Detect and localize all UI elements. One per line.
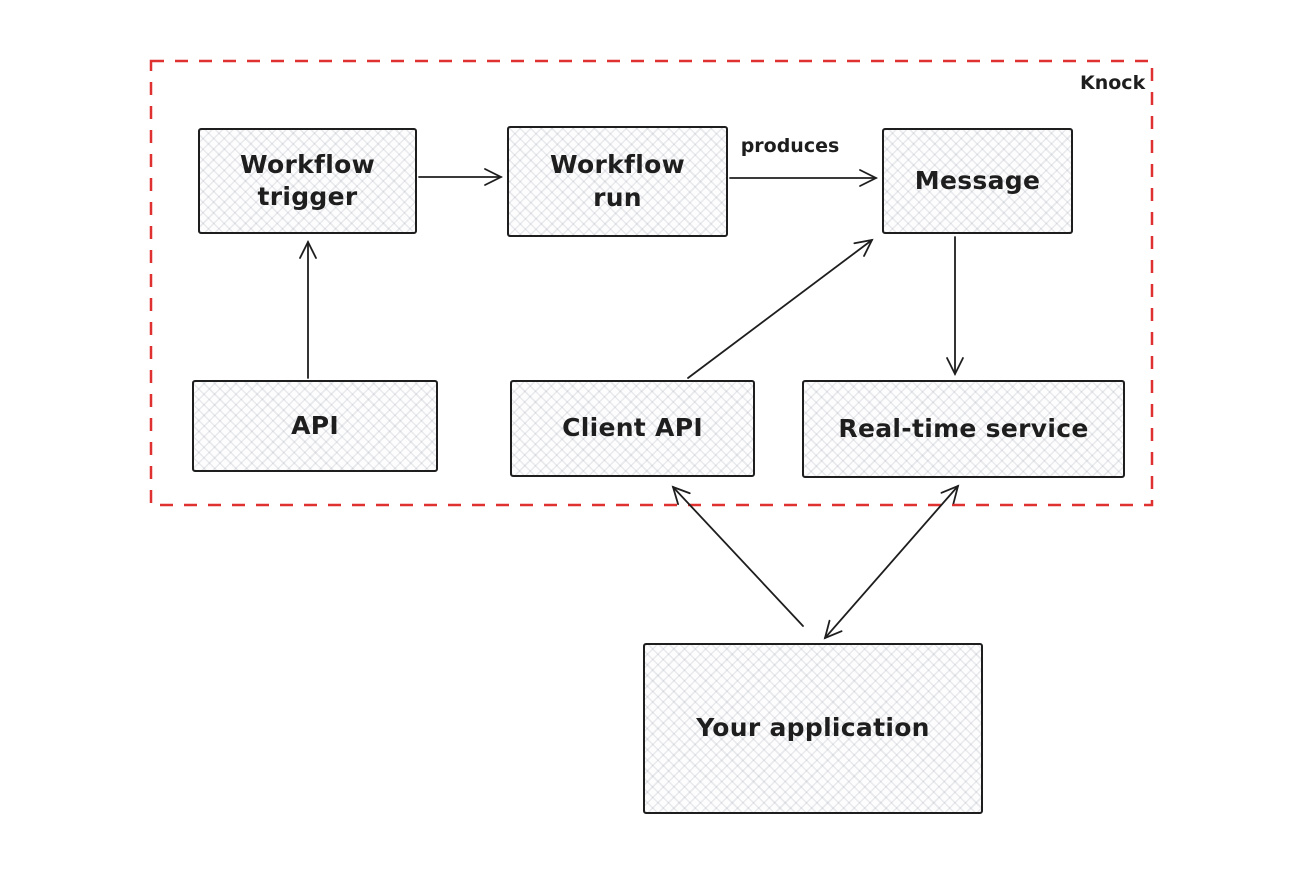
edge-label-produces: produces <box>740 135 840 157</box>
arrow-client-api-to-message <box>687 238 874 379</box>
node-client-api-label: Client API <box>562 413 703 443</box>
node-workflow-trigger-label: Workflow trigger <box>240 149 375 212</box>
node-your-application: Your application <box>643 643 983 814</box>
arrow-your-application-to-real-time-service <box>823 484 960 640</box>
node-workflow-run: Workflow run <box>507 126 728 237</box>
node-api-label: API <box>291 410 339 440</box>
node-message-label: Message <box>914 165 1041 195</box>
node-your-application-label: Your application <box>696 713 930 743</box>
node-real-time-service: Real-time service <box>802 380 1125 478</box>
knock-boundary-label: Knock <box>1080 72 1146 94</box>
node-workflow-run-label: Workflow run <box>550 150 685 212</box>
node-client-api: Client API <box>510 380 755 477</box>
node-api: API <box>192 380 438 472</box>
node-workflow-trigger: Workflow trigger <box>198 128 417 234</box>
node-message: Message <box>882 128 1073 234</box>
arrow-your-application-to-client-api <box>671 485 804 627</box>
node-real-time-service-label: Real-time service <box>838 413 1089 443</box>
